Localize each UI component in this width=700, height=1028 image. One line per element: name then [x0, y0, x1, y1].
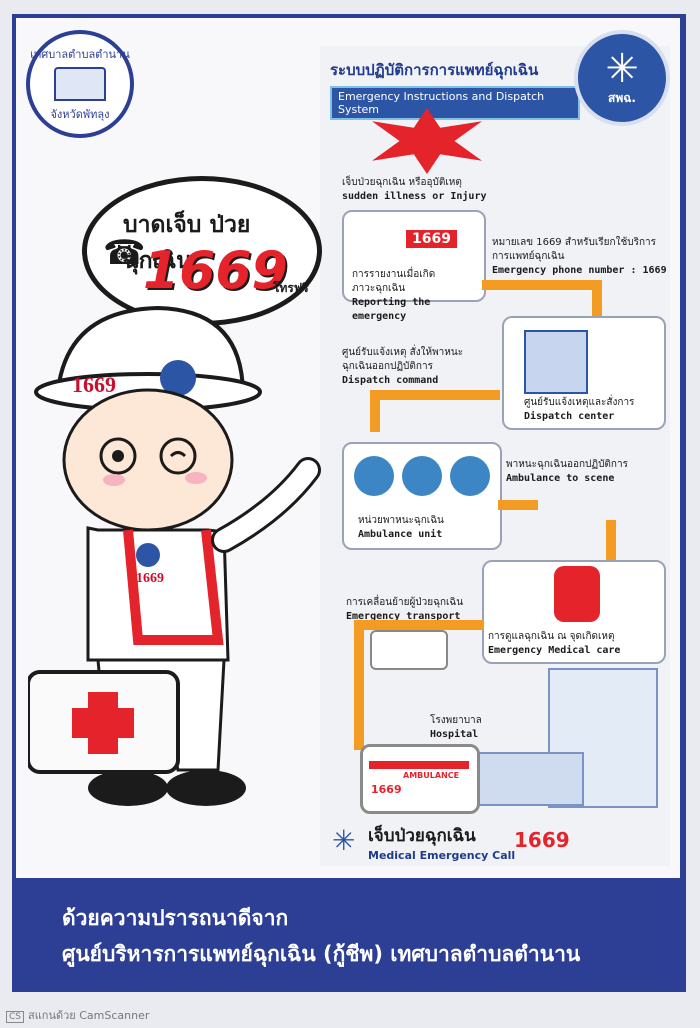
ambulance-unit-box: หน่วยพาหนะฉุกเฉิน Ambulance unit: [342, 442, 502, 550]
flow-arrow: [498, 500, 538, 510]
step-report-th: การรายงานเมื่อเกิดภาวะฉุกเฉิน: [352, 269, 436, 294]
step-phone-en: Emergency phone number : 1669: [492, 265, 667, 276]
step-phone: หมายเลข 1669 สำหรับเรียกใช้บริการการแพทย…: [492, 236, 670, 278]
ambulance-label: AMBULANCE: [403, 771, 460, 780]
step-to-scene: พาหนะฉุกเฉินออกปฏิบัติการ Ambulance to s…: [506, 458, 666, 486]
step-medical-care-en: Emergency Medical care: [488, 645, 621, 656]
step-phone-th: หมายเลข 1669 สำหรับเรียกใช้บริการการแพทย…: [492, 237, 657, 262]
flow-arrow: [606, 520, 616, 560]
step-hospital: โรงพยาบาล Hospital: [430, 714, 482, 742]
emblem-abbr: สพฉ.: [608, 90, 636, 105]
hospital-building-icon: [548, 668, 658, 808]
dispatch-building-icon: [524, 330, 588, 394]
vest-number: 1669: [136, 571, 164, 586]
step-transport: การเคลื่อนย้ายผู้ป่วยฉุกเฉิน Emergency t…: [346, 596, 486, 624]
step-illness: เจ็บป่วยฉุกเฉิน หรืออุบัติเหตุ sudden il…: [342, 176, 487, 204]
medical-care-box: การดูแลฉุกเฉิน ณ จุดเกิดเหตุ Emergency M…: [482, 560, 666, 664]
boat-icon: [402, 456, 442, 496]
seal-bottom-text: จังหวัดพัทลุง: [50, 108, 110, 121]
municipality-seal: เทศบาลตำบลตำนาน จังหวัดพัทลุง: [26, 30, 134, 138]
first-aid-kit-icon: [28, 670, 180, 774]
camscanner-logo: CS: [6, 1011, 24, 1023]
scanner-watermark: CS สแกนด้วย CamScanner: [6, 1006, 149, 1024]
report-box: 1669 การรายงานเมื่อเกิดภาวะฉุกเฉิน Repor…: [342, 210, 486, 322]
small-ambulance-icon: [370, 630, 448, 670]
banner-line2: ศูนย์บริหารการแพทย์ฉุกเฉิน (กู้ชีพ) เทศบ…: [62, 942, 581, 966]
ambulance-icon: [354, 456, 394, 496]
flow-arrow: [370, 390, 380, 432]
phone-icon: ☎: [103, 233, 146, 273]
step-medical-care-th: การดูแลฉุกเฉิน ณ จุดเกิดเหตุ: [488, 631, 615, 642]
system-title-th: ระบบปฏิบัติการการแพทย์ฉุกเฉิน: [330, 61, 539, 79]
ems-emblem: ✳ สพฉ.: [574, 30, 670, 126]
step-hospital-en: Hospital: [430, 729, 479, 740]
scanner-text: สแกนด้วย CamScanner: [28, 1009, 150, 1022]
flow-arrow: [354, 620, 484, 630]
banner-line1: ด้วยความปรารถนาดีจาก: [62, 906, 289, 930]
flow-arrow: [370, 390, 500, 400]
stretcher-icon: [554, 566, 600, 622]
bubble-text: บาดเจ็บ ป่วยฉุกเฉิน: [123, 212, 251, 274]
flow-arrow: [482, 280, 602, 290]
step-report-en: Reporting the emergency: [352, 297, 431, 322]
main-ambulance: AMBULANCE 1669: [360, 744, 480, 814]
step-illness-en: sudden illness or Injury: [342, 191, 487, 202]
system-title: ระบบปฏิบัติการการแพทย์ฉุกเฉิน Emergency …: [330, 58, 580, 120]
star-of-life-icon: ✳: [605, 45, 639, 92]
bubble-number: 1669: [143, 241, 288, 301]
flow-arrow: [592, 280, 602, 316]
step-to-scene-en: Ambulance to scene: [506, 473, 615, 484]
dispatch-center-box: ศูนย์รับแจ้งเหตุและสั่งการ Dispatch cent…: [502, 316, 666, 430]
mascot-illustration: 1669 1669: [28, 305, 321, 806]
step-transport-en: Emergency transport: [346, 611, 461, 622]
helicopter-icon: [450, 456, 490, 496]
step-dispatch-center-th: ศูนย์รับแจ้งเหตุและสั่งการ: [524, 397, 635, 408]
step-transport-th: การเคลื่อนย้ายผู้ป่วยฉุกเฉิน: [346, 597, 464, 608]
bubble-free-call: โทรฟรี: [273, 281, 309, 295]
speech-bubble: ☎ บาดเจ็บ ป่วยฉุกเฉิน 1669 โทรฟรี: [82, 176, 322, 326]
flow-arrow: [354, 620, 364, 750]
emergency-call: ✳ เจ็บป่วยฉุกเฉิน Medical Emergency Call…: [332, 822, 570, 862]
step-dispatch-command: ศูนย์รับแจ้งเหตุ สั่งให้พาหนะฉุกเฉินออกป…: [342, 346, 492, 388]
call-number: 1669: [514, 828, 570, 852]
step-ambulance-unit-en: Ambulance unit: [358, 529, 443, 540]
ambulance-number: 1669: [371, 783, 402, 796]
step-dispatch-command-en: Dispatch command: [342, 375, 439, 386]
building-icon: [54, 67, 106, 101]
hospital-wing-icon: [470, 752, 584, 806]
step-to-scene-th: พาหนะฉุกเฉินออกปฏิบัติการ: [506, 459, 628, 470]
step-dispatch-center-en: Dispatch center: [524, 411, 615, 422]
helmet-badge-icon: [160, 360, 196, 396]
step-hospital-th: โรงพยาบาล: [430, 715, 482, 726]
seal-top-text: เทศบาลตำบลตำนาน: [30, 48, 130, 61]
step-dispatch-command-th: ศูนย์รับแจ้งเหตุ สั่งให้พาหนะฉุกเฉินออกป…: [342, 347, 464, 372]
helmet-number: 1669: [72, 372, 116, 397]
footer-banner: ด้วยความปรารถนาดีจาก ศูนย์บริหารการแพทย์…: [12, 878, 686, 992]
system-title-en: Emergency Instructions and Dispatch Syst…: [330, 86, 580, 120]
step-illness-th: เจ็บป่วยฉุกเฉิน หรืออุบัติเหตุ: [342, 177, 462, 188]
call-th: เจ็บป่วยฉุกเฉิน: [368, 826, 476, 846]
step-ambulance-unit-th: หน่วยพาหนะฉุกเฉิน: [358, 515, 444, 526]
call-en: Medical Emergency Call: [368, 849, 516, 862]
star-of-life-icon: ✳: [332, 824, 356, 857]
report-badge: 1669: [406, 230, 457, 248]
